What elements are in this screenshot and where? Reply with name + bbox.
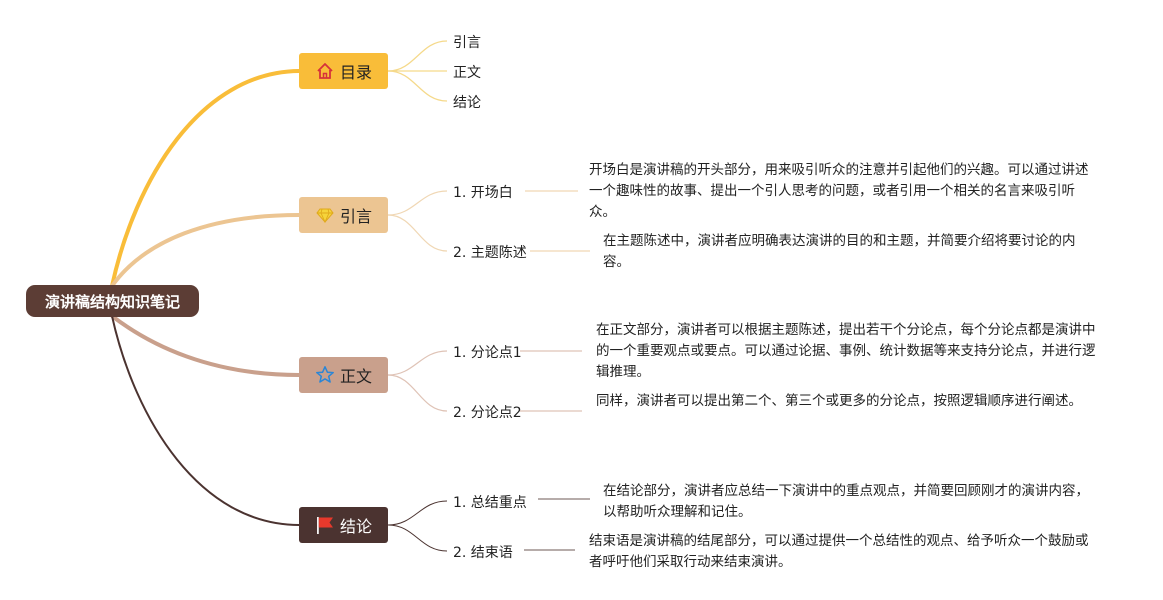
branch-conclusion-label: 结论 [339,517,372,536]
conclusion-item-summary[interactable]: 1. 总结重点 [453,495,527,511]
root-label: 演讲稿结构知识笔记 [44,292,180,311]
intro-item-opening[interactable]: 1. 开场白 [453,185,513,201]
body-item-point1[interactable]: 1. 分论点1 [453,345,522,361]
branch-body[interactable]: 正文 [299,357,388,393]
branch-intro[interactable]: 引言 [299,197,388,233]
toc-item-intro[interactable]: 引言 [453,35,481,51]
intro-item-theme[interactable]: 2. 主题陈述 [453,245,527,261]
home-icon [315,61,335,81]
toc-item-conclusion[interactable]: 结论 [453,95,481,111]
body-point2-note: 同样，演讲者可以提出第二个、第三个或更多的分论点，按照逻辑顺序进行阐述。 [596,393,1082,409]
branch-toc[interactable]: 目录 [299,53,388,89]
link-root-body [110,314,300,377]
body-point1-note: 在正文部分，演讲者可以根据主题陈述，提出若干个分论点，每个分论点都是演讲中的一个… [596,322,1096,380]
link-root-intro [110,213,300,288]
branch-toc-label: 目录 [339,63,372,82]
link-root-conclusion [111,315,300,526]
conclusion-closing-note: 结束语是演讲稿的结尾部分，可以通过提供一个总结性的观点、给予听众一个鼓励或者呼吁… [589,533,1089,570]
root-topic[interactable]: 演讲稿结构知识笔记 [26,285,199,317]
intro-theme-note: 在主题陈述中，演讲者应明确表达演讲的目的和主题，并简要介绍将要讨论的内容。 [603,233,1076,270]
conclusion-item-closing[interactable]: 2. 结束语 [453,545,513,561]
body-item-point2[interactable]: 2. 分论点2 [453,405,522,421]
flag-icon [315,515,335,535]
branch-intro-label: 引言 [339,207,372,226]
branch-body-label: 正文 [339,367,372,386]
diamond-icon [315,205,335,225]
link-root-toc [110,69,300,287]
star-icon [315,365,335,385]
intro-opening-note: 开场白是演讲稿的开头部分，用来吸引听众的注意并引起他们的兴趣。可以通过讲述一个趣… [589,162,1089,220]
branch-conclusion[interactable]: 结论 [299,507,388,543]
toc-item-body[interactable]: 正文 [453,65,481,81]
conclusion-summary-note: 在结论部分，演讲者应总结一下演讲中的重点观点，并简要回顾刚才的演讲内容，以帮助听… [603,483,1089,520]
